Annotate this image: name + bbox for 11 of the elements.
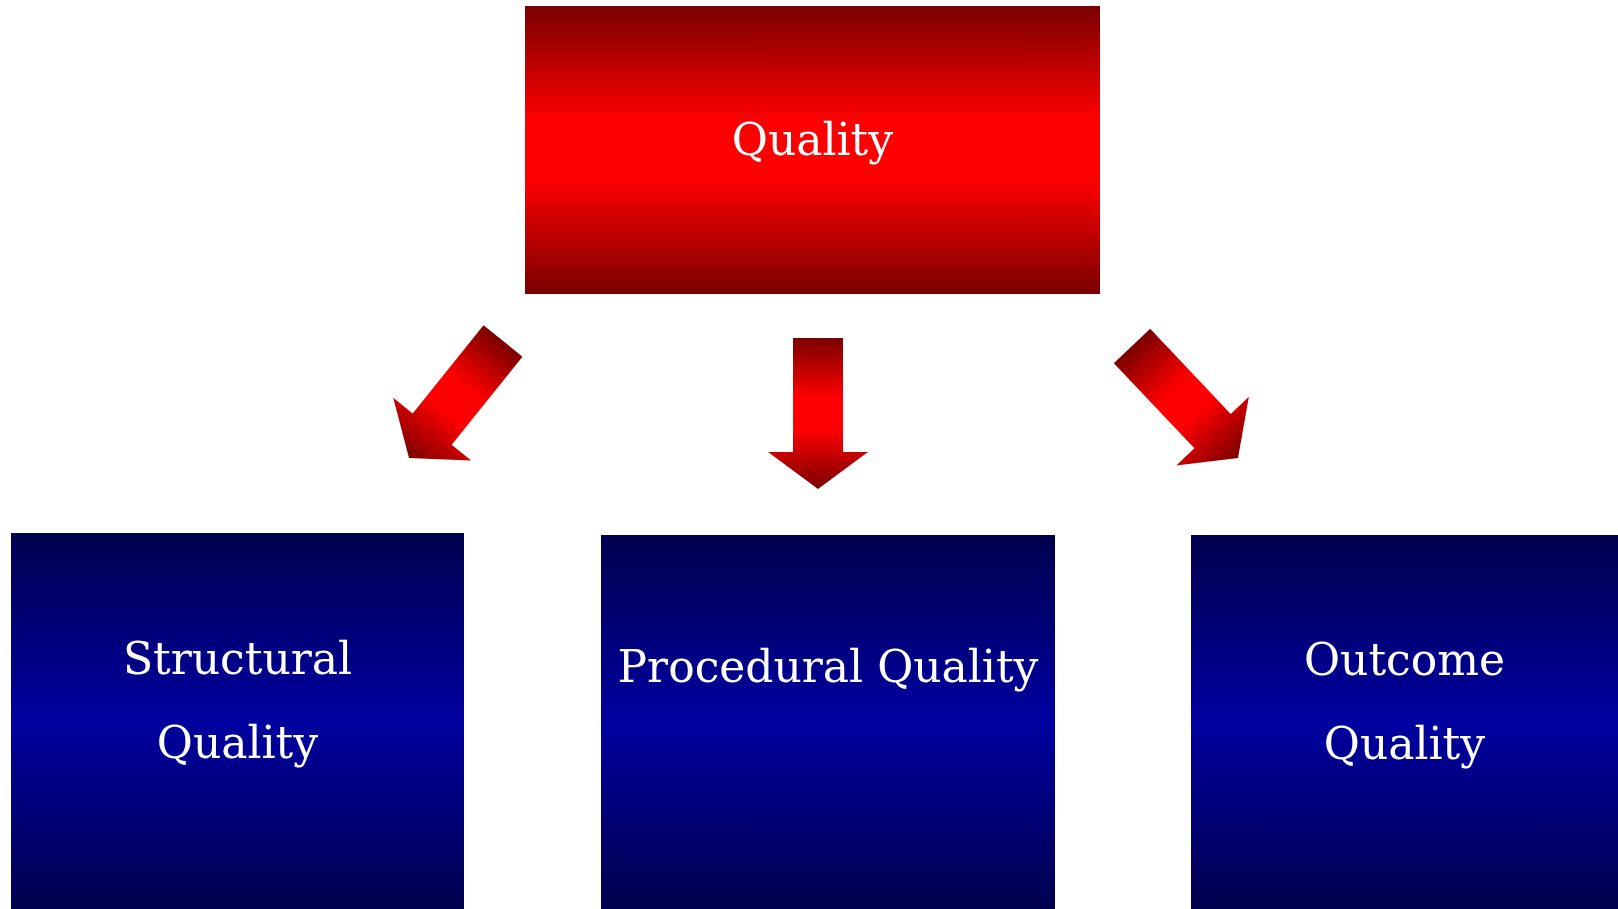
process-box <box>525 6 1100 294</box>
block-arrow <box>1113 328 1249 466</box>
box-label: Procedural Quality <box>616 640 1040 695</box>
box-label: Outcome Quality <box>1303 633 1506 771</box>
block-arrow <box>768 338 868 489</box>
block-arrow <box>393 325 523 461</box>
process-box <box>11 533 464 909</box>
process-box <box>1191 535 1618 909</box>
box-label: Quality <box>731 113 894 168</box>
box-label: Structural Quality <box>121 632 354 770</box>
process-box <box>601 535 1055 909</box>
